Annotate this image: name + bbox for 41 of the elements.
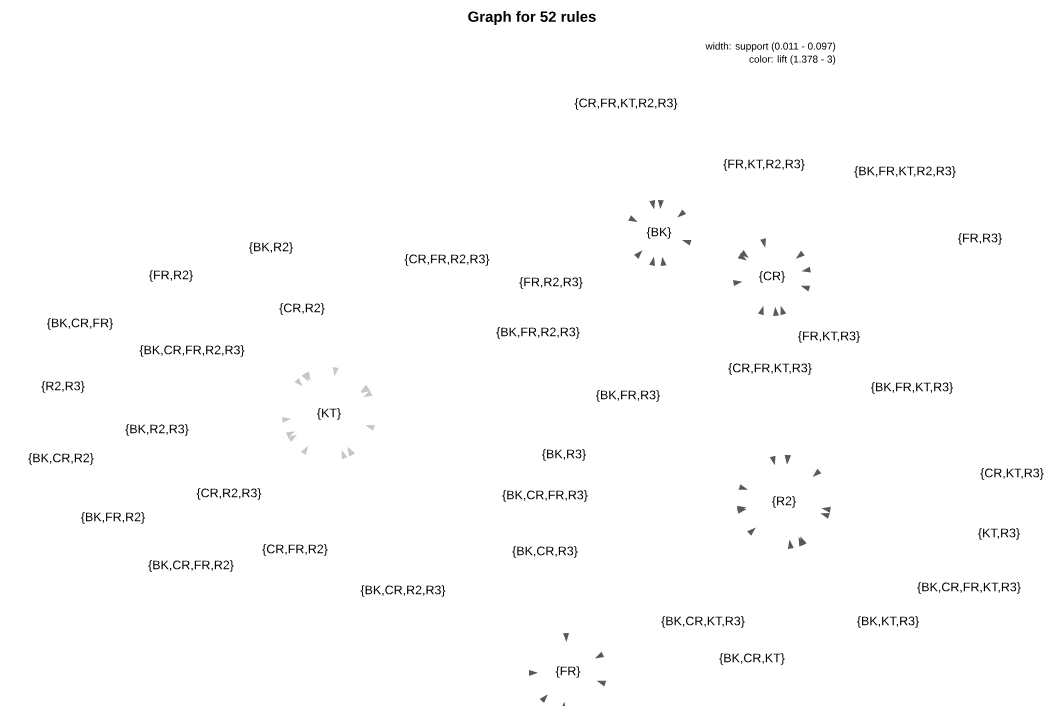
legend-note: color: lift (1.378 - 3) — [749, 55, 836, 65]
itemset-label: {BK,CR,FR} — [47, 318, 113, 330]
itemset-label: {R2} — [772, 496, 796, 508]
itemset-label: {BK,CR,FR,KT,R3} — [917, 582, 1021, 594]
itemset-label: {FR,KT,R3} — [798, 331, 860, 343]
itemset-label: {BK,CR,FR,R2,R3} — [139, 345, 245, 357]
itemset-label: {CR,FR,KT,R3} — [728, 363, 812, 375]
itemset-label: {CR,R2} — [279, 303, 325, 315]
itemset-label: {BK,R3} — [542, 449, 586, 461]
legend-note: width: support (0.011 - 0.097) — [705, 42, 836, 52]
itemset-label: {FR,R2} — [149, 270, 193, 282]
itemset-label: {CR,FR,KT,R2,R3} — [574, 98, 678, 110]
itemset-label: {R2,R3} — [41, 381, 85, 393]
itemset-label: {BK,CR,KT} — [719, 653, 785, 665]
itemset-label: {BK,CR,FR,R2} — [148, 560, 234, 572]
itemset-label: {CR,R2,R3} — [196, 488, 262, 500]
itemset-label: {KT} — [317, 408, 341, 420]
itemset-label: {FR,R2,R3} — [519, 277, 583, 289]
itemset-label: {BK,FR,R3} — [596, 390, 660, 402]
itemset-label: {BK,CR,R2,R3} — [360, 585, 446, 597]
itemset-label: {BK,R2} — [249, 242, 293, 254]
itemset-label: {CR,FR,R2} — [262, 544, 328, 556]
itemset-label: {BK,CR,R2} — [28, 453, 94, 465]
chart-title: Graph for 52 rules — [468, 11, 596, 25]
itemset-label: {FR,R3} — [958, 233, 1002, 245]
itemset-label: {CR} — [759, 271, 785, 283]
itemset-label: {BK} — [646, 227, 672, 239]
itemset-label: {BK,CR,KT,R3} — [661, 616, 745, 628]
itemset-label: {BK,FR,KT,R3} — [871, 382, 953, 394]
itemset-label: {BK,R2,R3} — [125, 424, 189, 436]
itemset-label: {BK,CR,R3} — [512, 546, 578, 558]
itemset-label: {CR,KT,R3} — [980, 468, 1044, 480]
itemset-label: {KT,R3} — [978, 528, 1020, 540]
itemset-label: {BK,CR,FR,R3} — [502, 490, 588, 502]
itemset-label: {BK,FR,R2} — [81, 512, 145, 524]
itemset-label: {BK,FR,R2,R3} — [496, 327, 580, 339]
itemset-label: {FR,KT,R2,R3} — [723, 159, 805, 171]
itemset-label: {FR} — [555, 666, 581, 678]
itemset-label: {BK,FR,KT,R2,R3} — [854, 166, 956, 178]
itemset-label: {BK,KT,R3} — [857, 616, 919, 628]
itemset-label: {CR,FR,R2,R3} — [404, 254, 490, 266]
